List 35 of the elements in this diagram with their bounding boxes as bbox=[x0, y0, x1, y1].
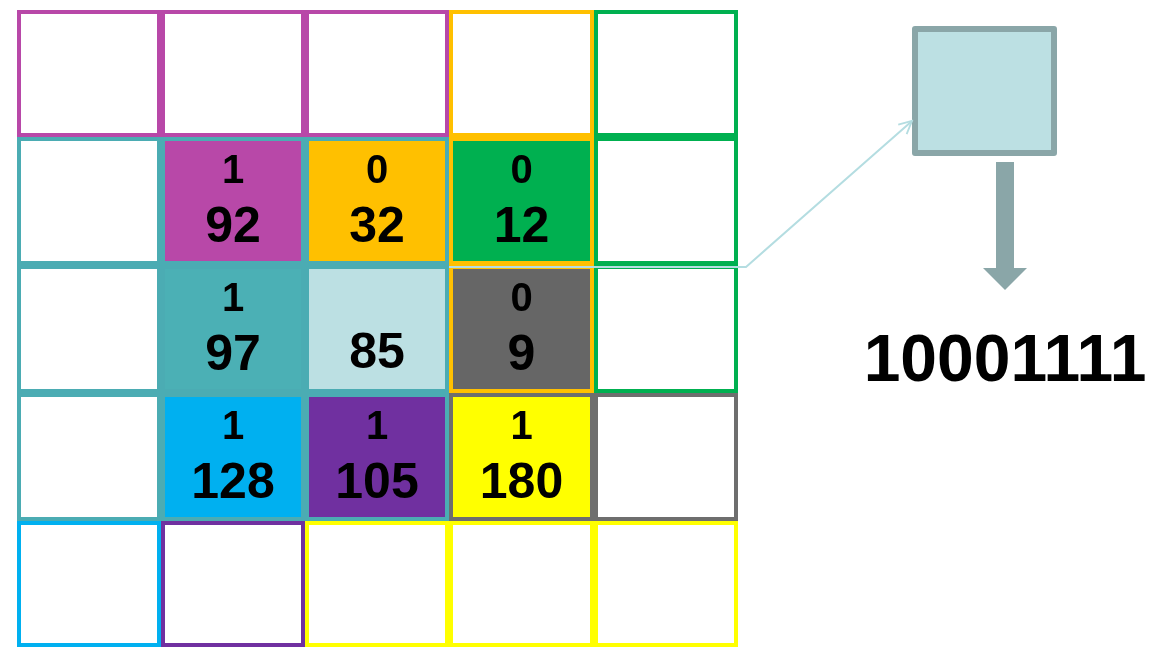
arrow bbox=[983, 162, 1027, 290]
pixel-value: 85 bbox=[348, 323, 406, 379]
pixel-value: 12 bbox=[492, 197, 551, 253]
binary-bit: 1 bbox=[220, 403, 246, 447]
pixel-value: 92 bbox=[204, 197, 262, 253]
grid-cell bbox=[305, 10, 449, 137]
pixel-cell bbox=[449, 137, 594, 265]
binary-bit: 1 bbox=[509, 403, 534, 447]
pixel-value: 105 bbox=[334, 453, 420, 509]
binary-bit: 1 bbox=[220, 147, 246, 191]
binary-bit: 1 bbox=[364, 403, 390, 447]
arrow bbox=[448, 119, 913, 268]
grid-cell bbox=[17, 521, 161, 647]
grid-cell bbox=[594, 393, 738, 521]
grid-cell bbox=[594, 137, 738, 265]
pixel-cell bbox=[449, 265, 594, 393]
grid-cell bbox=[17, 10, 161, 137]
grid-cell bbox=[449, 10, 594, 137]
pixel-value: 32 bbox=[348, 197, 406, 253]
binary-code: 10001111 bbox=[862, 320, 1148, 396]
grid-cell bbox=[161, 521, 305, 647]
binary-bit: 0 bbox=[509, 147, 534, 191]
grid-cell bbox=[305, 521, 449, 647]
binary-bit: 1 bbox=[220, 275, 246, 319]
binary-bit: 0 bbox=[509, 275, 534, 319]
pixel-value: 97 bbox=[204, 325, 262, 381]
grid-cell bbox=[594, 265, 738, 393]
pixel-value: 128 bbox=[190, 453, 276, 509]
grid-cell bbox=[594, 521, 738, 647]
pixel-cell bbox=[449, 393, 594, 521]
pixel-value: 9 bbox=[506, 325, 537, 381]
empty-box bbox=[912, 26, 1057, 156]
grid-cell bbox=[594, 10, 738, 137]
pixel-value: 180 bbox=[478, 453, 565, 509]
binary-bit: 0 bbox=[364, 147, 390, 191]
